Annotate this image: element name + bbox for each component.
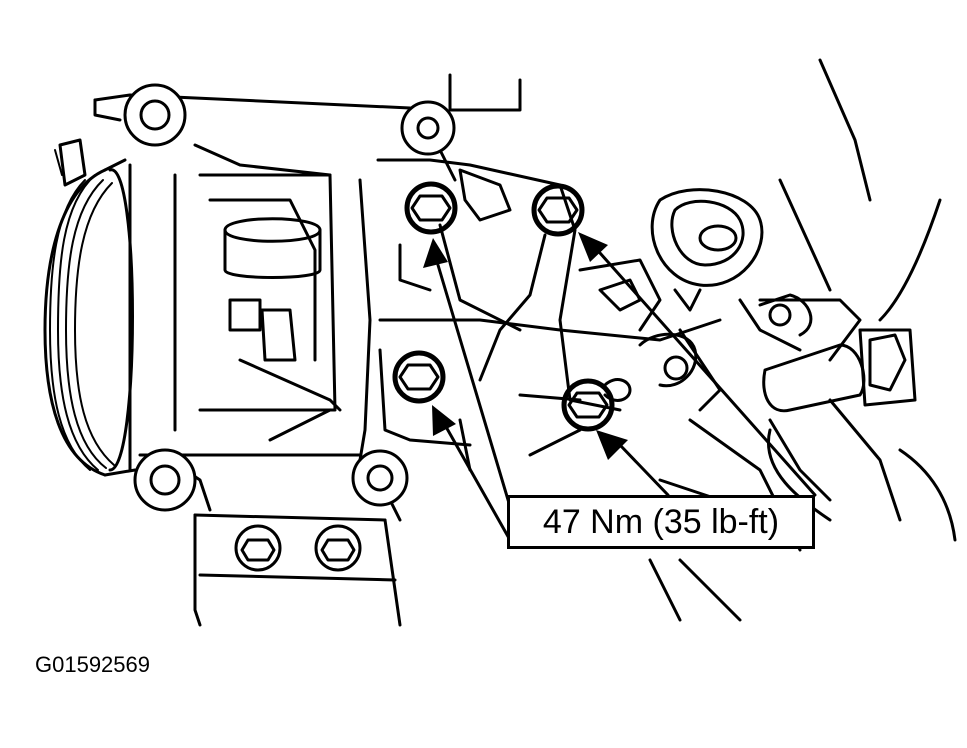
arrowhead-icon (432, 405, 456, 436)
hex-bolt-icon (398, 363, 440, 391)
bolt-upper-right (531, 183, 585, 237)
arrowhead-icon (596, 430, 628, 460)
pulley (43, 138, 137, 477)
hex-bolt-icon (410, 194, 452, 222)
bolt-upper-left (404, 181, 458, 235)
compressor-housing (93, 93, 457, 522)
bolt-lower-right (561, 378, 615, 432)
lower-bracket (193, 513, 402, 627)
bolt-lower-left (392, 350, 446, 404)
torque-callout: 47 Nm (35 lb-ft) (507, 495, 815, 549)
hex-bolt-icon (567, 391, 609, 419)
leader-lines (436, 251, 817, 542)
hex-bolt-icon (537, 196, 579, 224)
arrowhead-icon (423, 238, 448, 268)
mounting-bosses (123, 83, 456, 512)
arrowhead-icon (578, 232, 608, 262)
figure-id: G01592569 (35, 652, 150, 677)
